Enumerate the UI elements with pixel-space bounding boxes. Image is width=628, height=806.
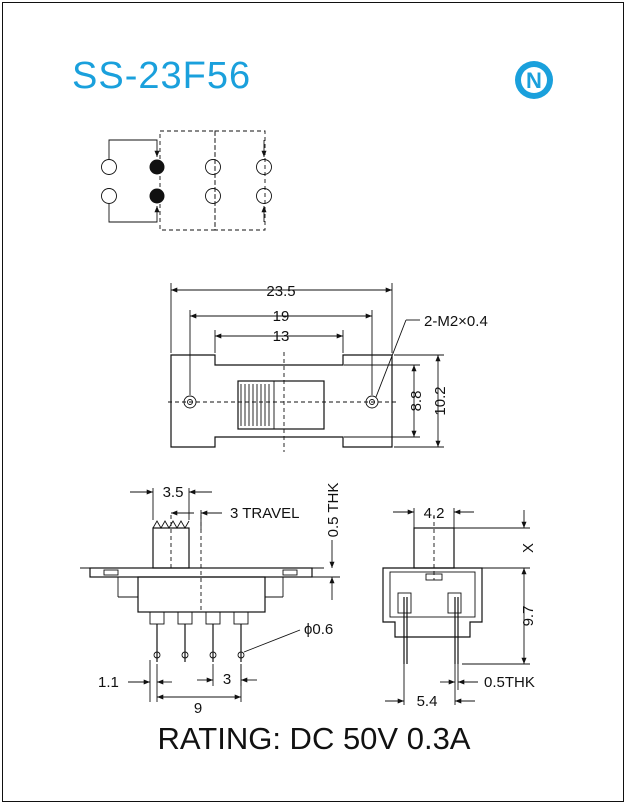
dim-body-length: 13 xyxy=(273,328,290,345)
dim-overall-length: 23.5 xyxy=(266,283,295,300)
dim-actuator-height: X xyxy=(520,543,537,553)
dim-pin-pitch: 3 xyxy=(223,671,231,688)
dim-pin-span: 9 xyxy=(194,700,202,717)
side-view xyxy=(382,508,530,705)
dim-side-span: 5.4 xyxy=(417,693,438,710)
rating-text: RATING: DC 50V 0.3A xyxy=(158,721,471,756)
dim-pin-edge: 1.1 xyxy=(98,674,119,691)
dim-mount-spacing: 19 xyxy=(273,308,290,325)
dim-actuator-width: 3.5 xyxy=(163,484,184,501)
dim-travel: 3 TRAVEL xyxy=(230,505,299,522)
dim-height-10-2: 10.2 xyxy=(432,386,449,415)
model-title: SS-23F56 xyxy=(72,55,251,97)
circuit-schematic xyxy=(101,130,272,231)
dim-pin-diameter: ϕ0.6 xyxy=(304,621,333,638)
dim-thk-front: 0.5 THK xyxy=(325,483,342,538)
dim-side-height: 9.7 xyxy=(520,606,537,627)
dim-mount-holes: 2-M2×0.4 xyxy=(424,313,488,330)
dim-side-actuator-width: 4.2 xyxy=(424,505,445,522)
front-view xyxy=(80,488,340,702)
brand-logo: N xyxy=(515,61,553,99)
dim-thk-side: 0.5THK xyxy=(484,674,535,691)
logo-letter: N xyxy=(526,68,542,93)
top-view xyxy=(168,283,444,452)
dim-height-8-8: 8.8 xyxy=(408,391,425,412)
